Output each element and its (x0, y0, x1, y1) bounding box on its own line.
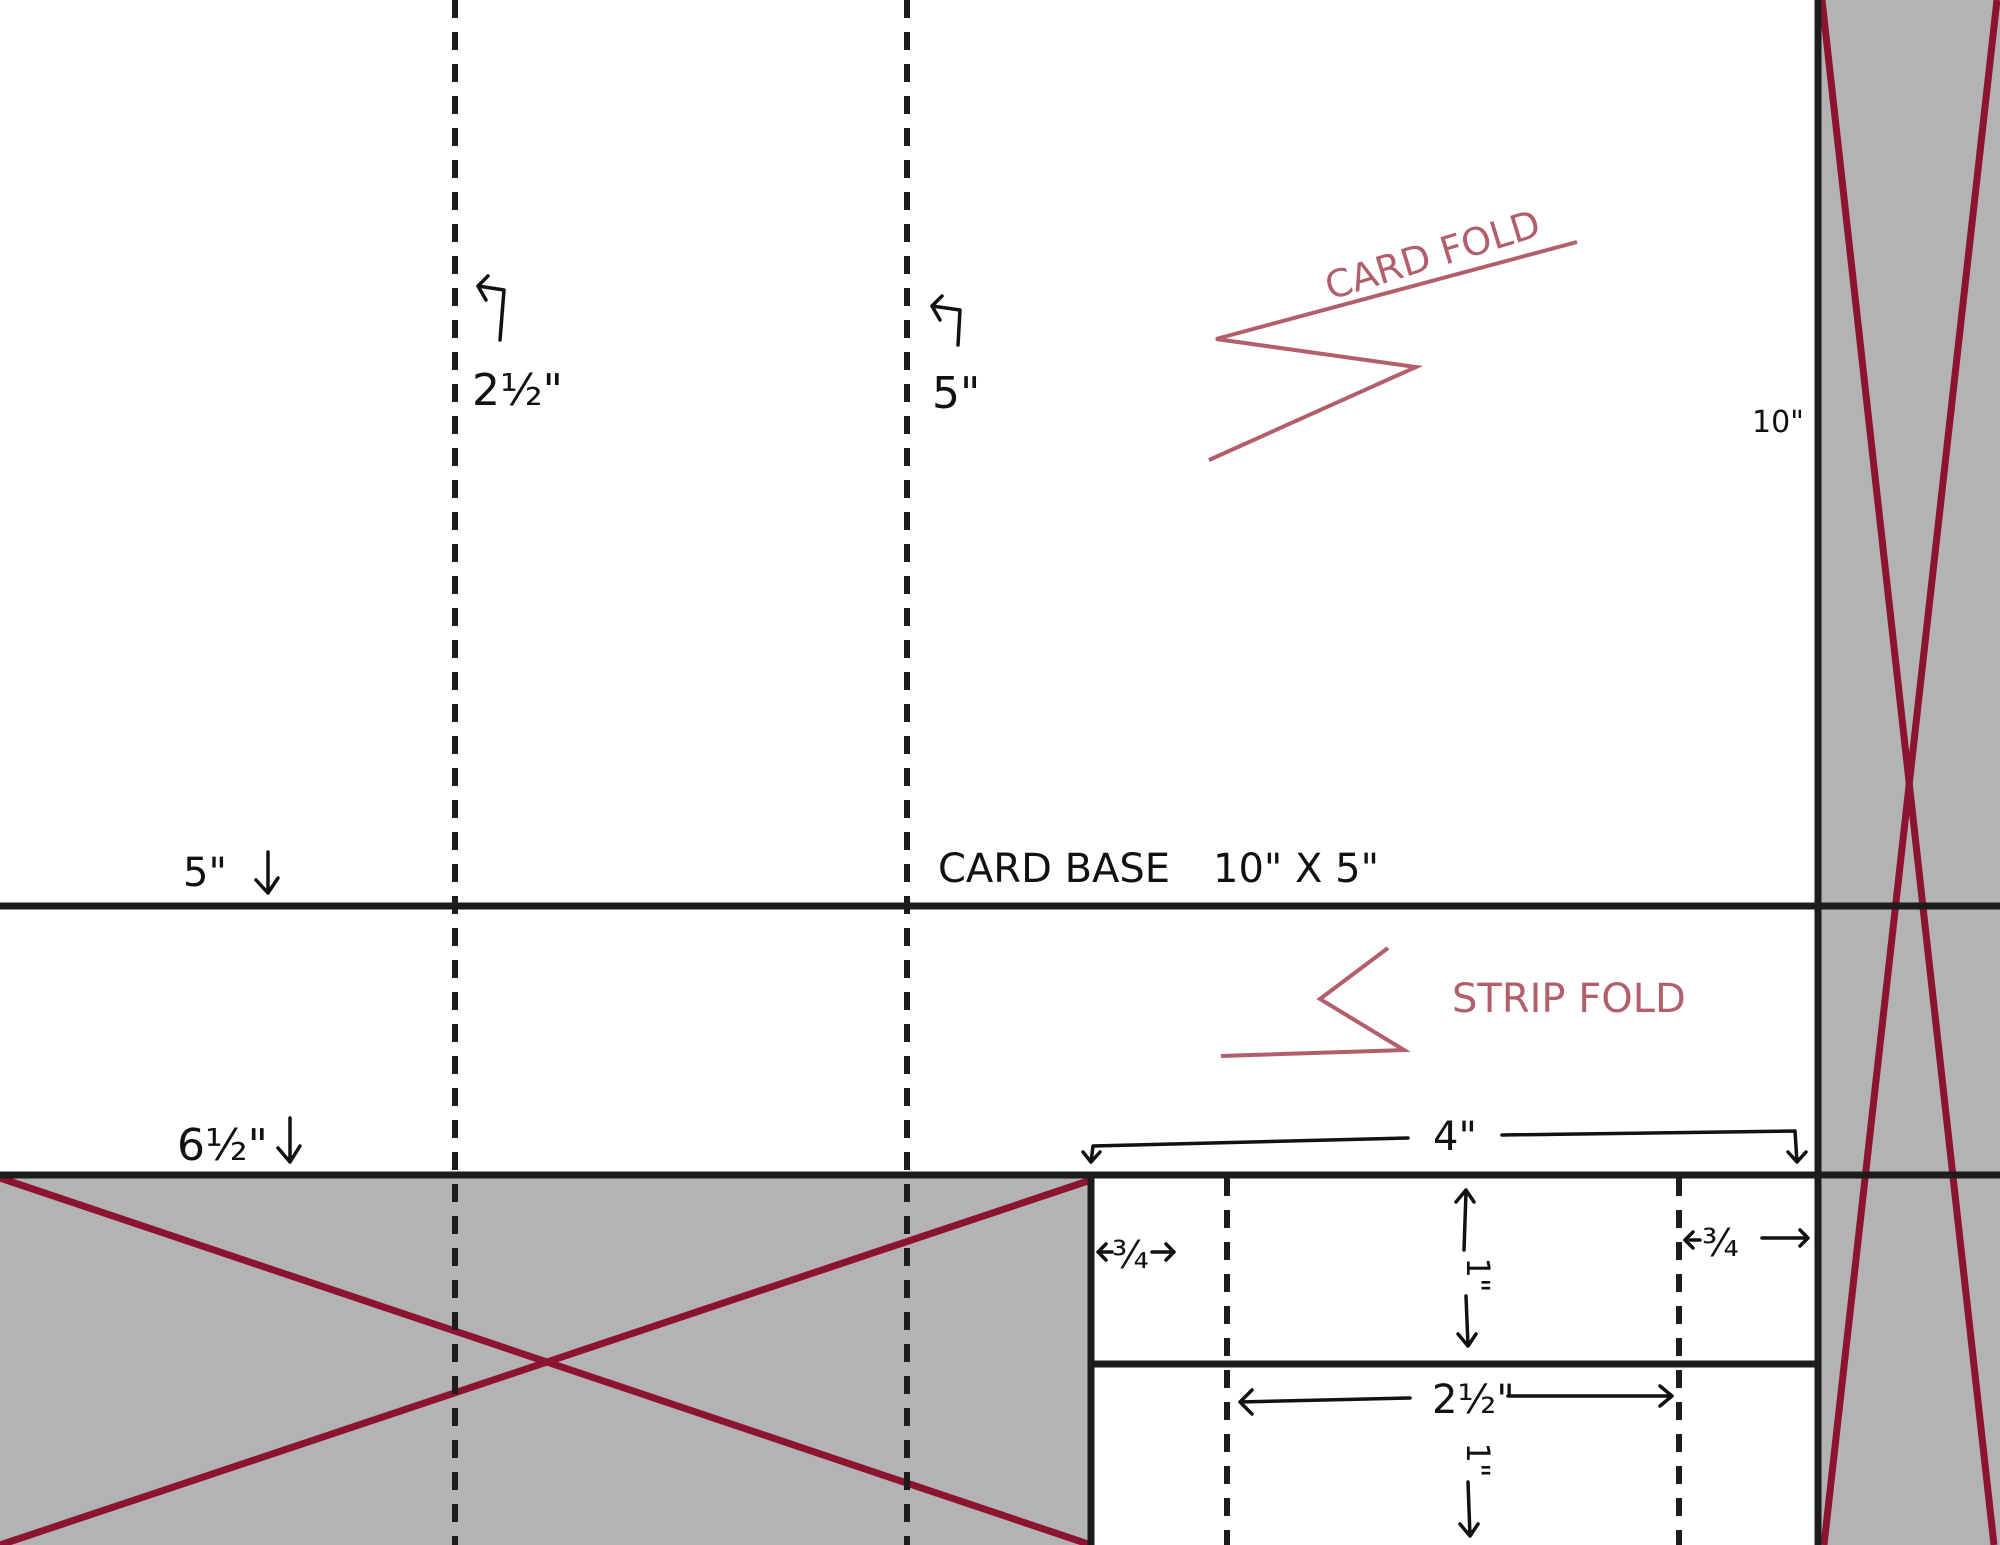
inner-width-label: 2½" (1432, 1377, 1515, 1423)
double-arrow-icon (1454, 1188, 1478, 1348)
down-arrow-icon (254, 850, 280, 895)
double-arrow-icon (1096, 1242, 1176, 1262)
section-height-2-label: 1" (1459, 1442, 1497, 1477)
down-arrow-icon (276, 1116, 302, 1164)
width-4-bracket (1081, 1129, 1808, 1164)
card-fold-zigzag (1208, 240, 1578, 462)
double-arrow-icon (1458, 1480, 1480, 1538)
height-5-label: 5" (183, 850, 227, 896)
height-6-5-label: 6½" (177, 1120, 268, 1171)
score-label-5: 5" (932, 368, 980, 419)
double-arrow-icon (1238, 1384, 1674, 1416)
curved-arrow-icon (476, 274, 506, 342)
double-arrow-icon (1683, 1228, 1810, 1250)
card-fold-label: CARD FOLD (1320, 201, 1546, 308)
strip-fold-label: STRIP FOLD (1452, 976, 1686, 1022)
margin-left-label: ¾ (1112, 1233, 1149, 1277)
cut-away-right-strip (1818, 0, 2000, 1545)
margin-right-label: ¾ (1702, 1221, 1739, 1265)
section-height-1-label: 1" (1459, 1257, 1497, 1292)
card-base-label: CARD BASE (938, 846, 1170, 892)
score-label-2-5: 2½" (472, 365, 563, 416)
card-base-size: 10" X 5" (1213, 846, 1379, 892)
curved-arrow-icon (930, 294, 962, 347)
strip-width-label: 4" (1433, 1114, 1477, 1160)
strip-fold-zigzag (1220, 946, 1411, 1058)
width-10-label: 10" (1752, 405, 1804, 440)
cut-away-bottom-left (0, 1174, 1093, 1545)
